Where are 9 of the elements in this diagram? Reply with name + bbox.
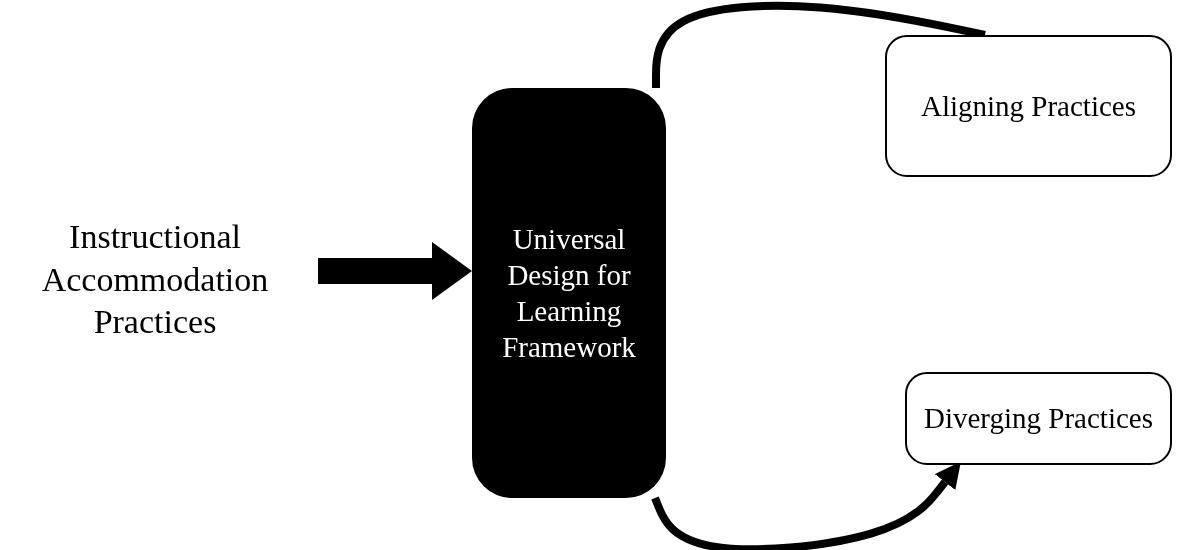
practice-box: [885, 35, 1172, 177]
box-label: Universal Design for Learning Framework: [501, 221, 637, 366]
curved-connector: [652, 1, 986, 88]
box-label: Diverging Practices: [924, 401, 1153, 437]
block-arrow: [318, 242, 472, 300]
label-text: Instructional Accommodation Practices: [40, 217, 270, 343]
box-label: Aligning Practices: [920, 88, 1136, 124]
framework-box: [472, 88, 666, 498]
practice-box: [905, 372, 1172, 465]
